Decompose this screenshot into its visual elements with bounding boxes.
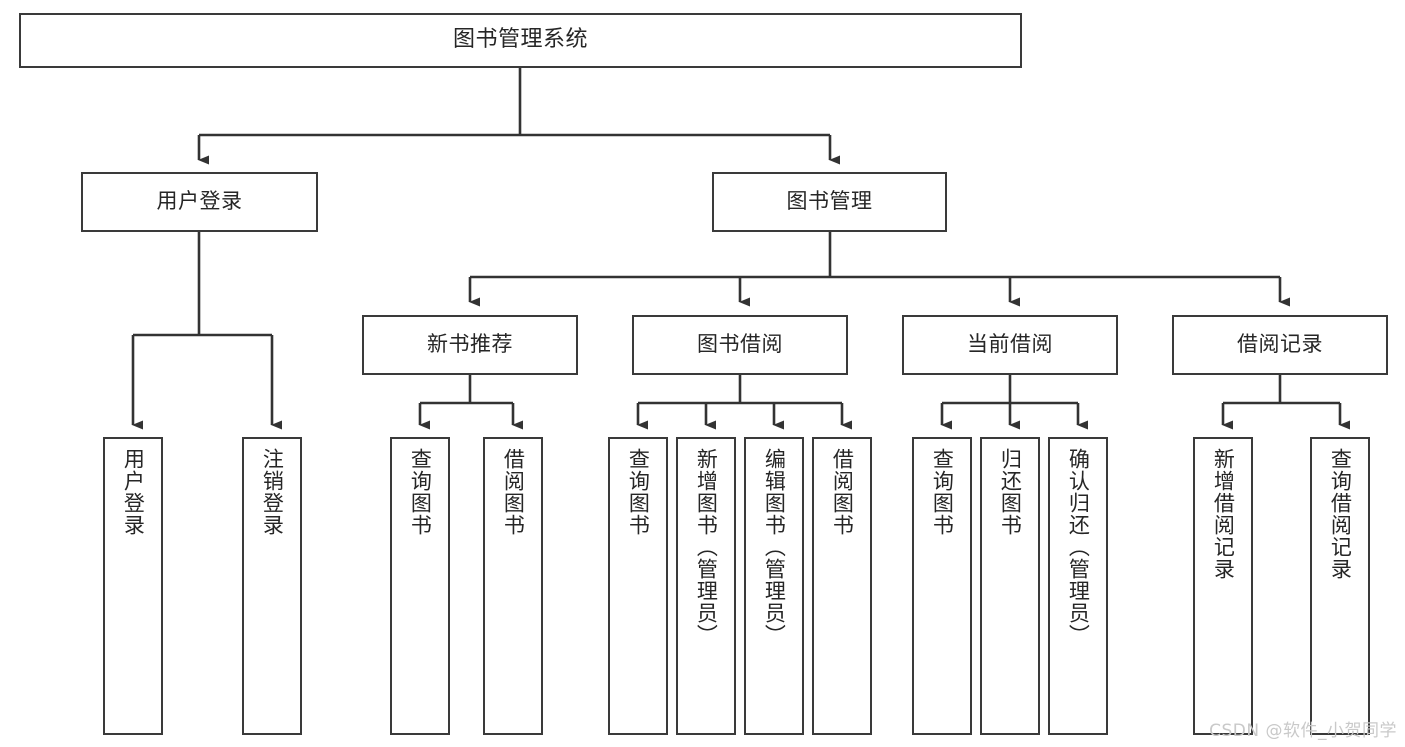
node-leaf-query-borrow-record[interactable]: 查询借阅记录 [1310, 437, 1370, 735]
node-label: 图书借阅 [697, 332, 783, 357]
node-leaf-query-book-current[interactable]: 查询图书 [912, 437, 972, 735]
node-root-book-management-system[interactable]: 图书管理系统 [19, 13, 1022, 68]
node-leaf-confirm-return-admin[interactable]: 确认归还（管理员） [1048, 437, 1108, 735]
node-label: 图书管理 [786, 189, 873, 214]
node-label: 查询图书 [408, 448, 433, 536]
node-label: 确认归还（管理员） [1066, 448, 1091, 646]
node-label: 归还图书 [998, 448, 1023, 536]
node-leaf-edit-book-admin[interactable]: 编辑图书（管理员） [744, 437, 804, 735]
node-label: 图书管理系统 [452, 27, 588, 53]
node-label: 新增借阅记录 [1211, 448, 1236, 580]
watermark-text: CSDN @软件_小贺同学 [1209, 721, 1397, 741]
node-user-login[interactable]: 用户登录 [81, 172, 318, 232]
node-leaf-user-login[interactable]: 用户登录 [103, 437, 163, 735]
node-label: 新增图书（管理员） [694, 448, 719, 646]
node-book-management[interactable]: 图书管理 [712, 172, 947, 232]
node-label: 借阅图书 [830, 448, 855, 536]
node-leaf-return-book[interactable]: 归还图书 [980, 437, 1040, 735]
node-leaf-borrow-book-borrow[interactable]: 借阅图书 [812, 437, 872, 735]
node-label: 借阅图书 [501, 448, 526, 536]
node-leaf-logout-login[interactable]: 注销登录 [242, 437, 302, 735]
node-new-book-recommend[interactable]: 新书推荐 [362, 315, 578, 375]
node-current-borrow[interactable]: 当前借阅 [902, 315, 1118, 375]
node-label: 借阅记录 [1237, 332, 1323, 357]
node-leaf-add-borrow-record[interactable]: 新增借阅记录 [1193, 437, 1253, 735]
node-leaf-borrow-book-recommend[interactable]: 借阅图书 [483, 437, 543, 735]
node-label: 查询借阅记录 [1328, 448, 1353, 580]
node-leaf-add-book-admin[interactable]: 新增图书（管理员） [676, 437, 736, 735]
node-label: 查询图书 [930, 448, 955, 536]
node-borrow-record[interactable]: 借阅记录 [1172, 315, 1388, 375]
node-label: 编辑图书（管理员） [762, 448, 787, 646]
node-label: 当前借阅 [967, 332, 1053, 357]
node-label: 查询图书 [626, 448, 651, 536]
node-leaf-query-book-borrow[interactable]: 查询图书 [608, 437, 668, 735]
node-label: 新书推荐 [427, 332, 513, 357]
node-label: 注销登录 [260, 448, 285, 536]
node-book-borrow[interactable]: 图书借阅 [632, 315, 848, 375]
node-label: 用户登录 [121, 448, 146, 536]
node-label: 用户登录 [156, 189, 243, 214]
node-leaf-query-book-recommend[interactable]: 查询图书 [390, 437, 450, 735]
